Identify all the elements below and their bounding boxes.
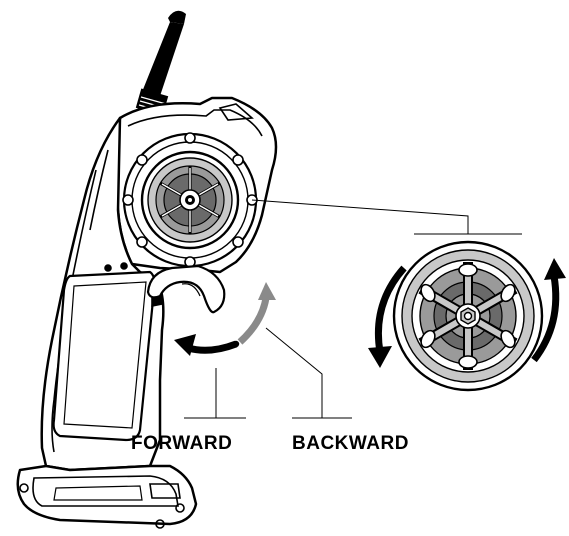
trigger-neutral-dot: [232, 340, 240, 348]
steering-wheel-large: [392, 240, 544, 392]
body-details: [19, 103, 263, 529]
throttle-trigger: [146, 264, 226, 314]
forward-arrow: [174, 334, 238, 356]
forward-label: FORWARD: [131, 433, 233, 454]
antenna: [135, 10, 186, 116]
backward-arrow: [237, 282, 276, 345]
rotation-arrow-right: [531, 258, 566, 363]
backward-label: BACKWARD: [292, 433, 409, 454]
callout-line: [251, 199, 522, 235]
steering-wheel-small: [122, 132, 258, 268]
rotation-arrow-left: [368, 265, 407, 368]
label-leader-lines: [184, 327, 352, 419]
